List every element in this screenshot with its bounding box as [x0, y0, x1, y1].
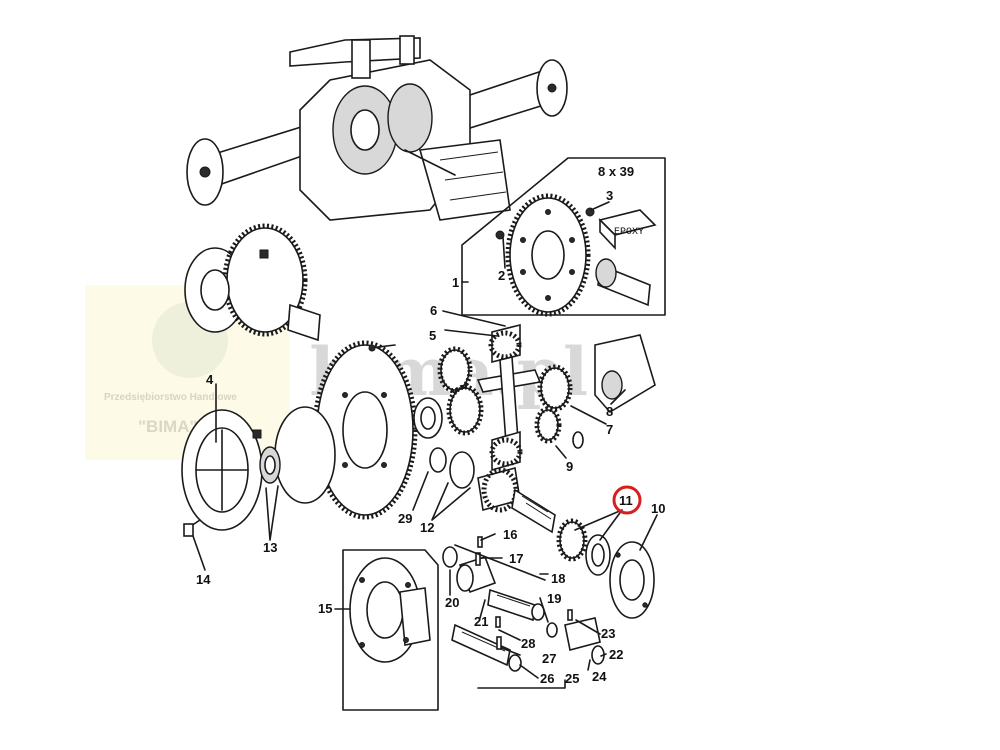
- callout-3: 3: [606, 188, 613, 203]
- callout-12: 12: [420, 520, 434, 535]
- callout-29: 29: [398, 511, 412, 526]
- callout-22: 22: [609, 647, 623, 662]
- cover-plate: [181, 406, 336, 537]
- callout-24: 24: [592, 669, 607, 684]
- callout-10: 10: [651, 501, 665, 516]
- leader-lines: [192, 201, 658, 689]
- callout-4: 4: [206, 372, 214, 387]
- kit-label: 8 x 39: [598, 164, 634, 179]
- watermark-company-line: Przedsiębiorstwo Handlowe: [104, 392, 237, 403]
- callout-8: 8: [606, 404, 613, 419]
- callout-27: 27: [542, 651, 556, 666]
- crown-wheel: [312, 340, 418, 520]
- callout-16: 16: [503, 527, 517, 542]
- callout-19: 19: [547, 591, 561, 606]
- bearing-and-plate: [556, 518, 655, 619]
- callout-26: 26: [540, 671, 554, 686]
- callout-5: 5: [429, 328, 436, 343]
- axle-housing-assembly: [186, 35, 568, 221]
- epoxy-box-label: EPOXY: [614, 227, 644, 238]
- callout-28: 28: [521, 636, 535, 651]
- hub-box: [342, 549, 439, 711]
- callout-11-highlight-ring: [612, 485, 642, 515]
- callout-18: 18: [551, 571, 565, 586]
- callout-15: 15: [318, 601, 332, 616]
- differential-assembly: [184, 223, 321, 342]
- callout-13: 13: [263, 540, 277, 555]
- callout-17: 17: [509, 551, 523, 566]
- callout-23: 23: [601, 626, 615, 641]
- callouts: 8 x 39 1 2 3 4 5 6 7 8 9 10 11 12 13 14 …: [196, 164, 665, 686]
- callout-11: 11: [619, 493, 633, 508]
- watermark-company-name: "BIMA": [138, 417, 198, 436]
- callout-25: 25: [565, 671, 579, 686]
- pinion-shaft: [429, 447, 556, 534]
- callout-6: 6: [430, 303, 437, 318]
- callout-20: 20: [445, 595, 459, 610]
- callout-1: 1: [452, 275, 459, 290]
- small-parts-group: [442, 536, 605, 672]
- spider-gears: [413, 323, 656, 472]
- callout-14: 14: [196, 572, 211, 587]
- callout-9: 9: [566, 459, 573, 474]
- callout-7: 7: [606, 422, 613, 437]
- callout-21: 21: [474, 614, 488, 629]
- callout-2: 2: [498, 268, 505, 283]
- crown-wheel-kit-box: EPOXY: [461, 157, 666, 317]
